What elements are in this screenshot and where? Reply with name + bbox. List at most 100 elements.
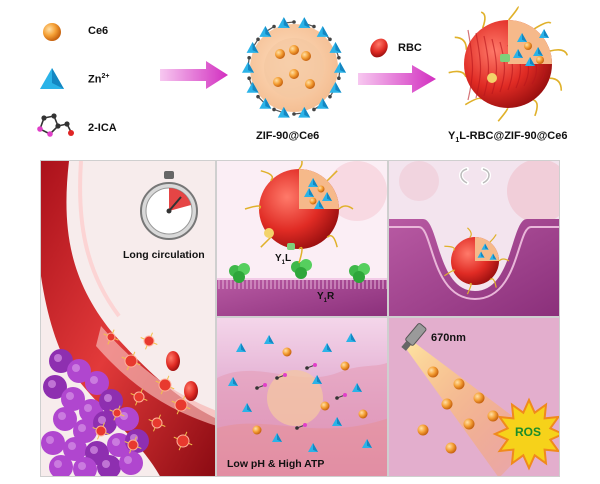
ligand-chain [533, 99, 538, 117]
circulating-nanoparticle [143, 335, 155, 347]
ce6-dot [417, 424, 429, 436]
ligand-chain [326, 170, 338, 182]
ligand-chain [298, 161, 303, 170]
ce6-dot [427, 366, 439, 378]
panel-targeting: Y1L Y1R [216, 160, 388, 317]
tumor-cell [49, 349, 73, 373]
panel-release: Low pH & High ATP [216, 317, 388, 477]
tumor-cell [73, 419, 97, 443]
ce6-dot [463, 418, 475, 430]
ce6-sphere-icon [43, 23, 61, 41]
ica-fragment [335, 396, 339, 400]
ica-fragment [295, 426, 299, 430]
ros-burst [492, 397, 559, 471]
circulating-nanoparticle [158, 378, 172, 392]
ligand-chain [480, 11, 486, 29]
ligand-chain [467, 227, 472, 239]
ce6-dot [358, 409, 368, 419]
ligand-chain [326, 234, 338, 248]
ce6-dot [317, 185, 325, 193]
tumor-cell [125, 429, 149, 453]
ligand-chain [466, 282, 472, 295]
stopwatch-icon [140, 171, 198, 240]
ligand-chain [454, 36, 468, 50]
legend-label-ce6: Ce6 [88, 25, 109, 37]
panel-endocytosis [388, 160, 560, 317]
intermediate-label: ZIF-90@Ce6 [256, 130, 320, 142]
circulating-nanoparticle [106, 332, 116, 342]
ligand-label: Y1L [275, 253, 292, 266]
ligand-chain [489, 278, 497, 288]
legend-label-zn: Zn2+ [88, 73, 110, 86]
laser-label: 670nm [431, 332, 466, 344]
ica-molecule-icon [37, 113, 74, 137]
rbc-icon [370, 38, 388, 58]
ica-fragment [275, 376, 279, 380]
panel-circulation: Long circulation [40, 160, 216, 477]
ce6-dot [536, 56, 544, 64]
ce6-dot [289, 45, 299, 55]
ce6-dot [252, 425, 262, 435]
tumor-cell [43, 375, 67, 399]
tumor-cell [85, 371, 109, 395]
ce6-dot [320, 401, 330, 411]
receptor-label: Y1R [317, 291, 335, 304]
ligand-head [287, 243, 295, 250]
legend-label-ica: 2-ICA [88, 122, 117, 134]
circulating-nanoparticle [127, 439, 139, 451]
tumor-cell [53, 407, 77, 431]
ligand-head [264, 228, 274, 238]
ligand-chain [549, 77, 563, 91]
ligand-chain [338, 205, 354, 210]
ce6-dot [301, 51, 311, 61]
ligand-head [487, 73, 497, 83]
synthesis-arrow-1 [160, 61, 228, 89]
red-blood-cell [184, 381, 198, 401]
tumor-cell [119, 451, 143, 475]
ce6-dot [273, 77, 283, 87]
ligand-chain [444, 245, 455, 252]
ica-fragment [305, 366, 309, 370]
tumor-cell [99, 389, 123, 413]
ligand-chain [508, 5, 519, 21]
laser-emitter-icon [401, 323, 427, 351]
ce6-dot [445, 442, 457, 454]
ce6-dot [275, 49, 285, 59]
ce6-dot [309, 197, 317, 205]
ligand-head [500, 54, 510, 62]
tumor-cell [67, 359, 91, 383]
ros-label: ROS [515, 425, 542, 439]
red-blood-cell [166, 351, 180, 371]
tumor-cell [63, 437, 87, 461]
circulating-nanoparticle [151, 417, 163, 429]
final-label: Y1L-RBC@ZIF-90@Ce6 [448, 130, 568, 145]
ce6-dot [340, 361, 350, 371]
synthesis-arrow-2 [358, 65, 436, 93]
rbc-label: RBC [398, 42, 422, 54]
ce6-dot [524, 42, 532, 50]
ligand-chain [298, 246, 303, 264]
ce6-dot [453, 378, 465, 390]
ligand-chain [533, 21, 552, 30]
ligand-chain [549, 49, 569, 56]
zn-pyramid-icon [40, 68, 64, 89]
ligand-chain [448, 70, 467, 78]
ce6-dot [473, 392, 485, 404]
ce6-dot [441, 398, 453, 410]
tumor-cell [41, 431, 65, 455]
ce6-dot [305, 79, 315, 89]
panel-pdt: 670nm ROS [388, 317, 560, 477]
ligand-chain [489, 234, 497, 243]
circulating-nanoparticle [112, 408, 122, 418]
ligand-chain [244, 205, 262, 210]
circulating-nanoparticle [95, 425, 107, 437]
ligand-chain [498, 258, 510, 262]
circulating-nanoparticle [174, 398, 188, 412]
ica-fragment [255, 386, 259, 390]
legend: Ce6 Zn2+ 2-ICA [37, 10, 150, 150]
circulating-nanoparticle [133, 391, 145, 403]
circulating-nanoparticle [176, 434, 190, 448]
tumor-cell [107, 433, 131, 457]
ligand-chain [260, 170, 274, 182]
ce6-dot [289, 69, 299, 79]
